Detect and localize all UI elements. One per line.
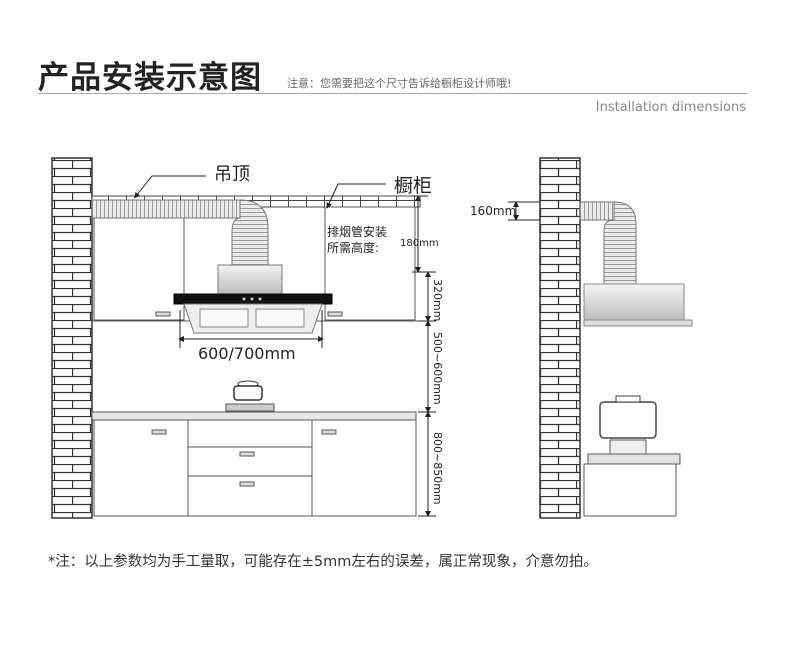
exhaust-duct bbox=[91, 199, 269, 269]
base-cabinets bbox=[91, 411, 417, 517]
right-range-hood bbox=[583, 283, 693, 327]
right-160-dimension bbox=[508, 201, 540, 221]
footnote: *注：以上参数均为手工量取，可能存在±5mm左右的误差，属正常现象，介意勿拍。 bbox=[48, 554, 598, 570]
dim-800-850-label: 800~850mm bbox=[431, 432, 444, 505]
upper-cabinets bbox=[92, 206, 418, 322]
ceiling-label: 吊顶 bbox=[214, 164, 250, 185]
stove-pot bbox=[225, 380, 275, 412]
title-note: 注意：您需要把这个尺寸告诉给橱柜设计师哦! bbox=[287, 77, 512, 90]
vertical-dimensions bbox=[412, 195, 436, 517]
page-title: 产品安装示意图 bbox=[38, 60, 262, 96]
title-divider bbox=[38, 93, 748, 94]
left-brick-wall bbox=[51, 157, 93, 519]
cabinet-arrow bbox=[326, 183, 386, 209]
dim-160-label: 160mm bbox=[470, 204, 516, 218]
duct-note-line2: 所需高度: bbox=[327, 240, 379, 255]
range-hood bbox=[173, 264, 333, 334]
width-dimension bbox=[178, 310, 324, 348]
page-subtitle: Installation dimensions bbox=[595, 100, 746, 115]
width-dimension-label: 600/700mm bbox=[198, 344, 296, 363]
dim-500-600-label: 500~600mm bbox=[431, 332, 444, 405]
duct-note-line1: 排烟管安装 bbox=[327, 224, 387, 239]
dim-180-label: 180mm bbox=[400, 238, 439, 249]
ceiling-arrow bbox=[134, 175, 206, 199]
right-brick-wall bbox=[539, 157, 581, 519]
right-stove-pot bbox=[583, 395, 681, 517]
cabinet-label: 橱柜 bbox=[394, 175, 432, 197]
dim-320-label: 320mm bbox=[431, 279, 444, 321]
right-exhaust-duct bbox=[579, 201, 637, 285]
